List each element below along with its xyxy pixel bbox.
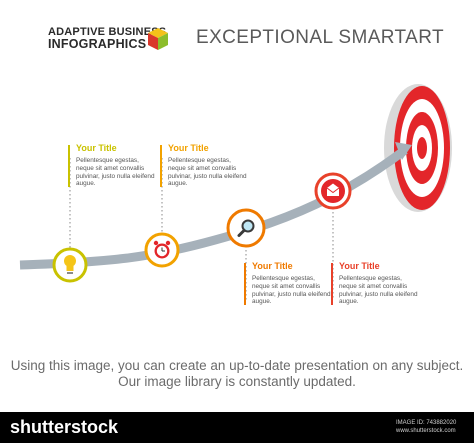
brand-line-2: INFOGRAPHICS bbox=[48, 37, 147, 51]
progress-diagram bbox=[19, 84, 452, 300]
card-accent-bar bbox=[331, 263, 333, 305]
card-text: Pellentesque egestas, neque sit amet con… bbox=[252, 275, 331, 306]
site-url: www.shutterstock.com bbox=[396, 428, 456, 434]
footer-bar bbox=[0, 412, 474, 443]
footer-image-info: IMAGE ID: 743882020 www.shutterstock.com bbox=[396, 419, 456, 435]
brand-title: ADAPTIVE BUSINESS INFOGRAPHICS bbox=[48, 26, 166, 51]
image-id: IMAGE ID: 743882020 bbox=[396, 420, 457, 426]
magnifier-icon bbox=[226, 208, 266, 248]
card-title: Your Title bbox=[76, 143, 117, 153]
envelope-icon bbox=[314, 172, 352, 210]
card-text: Pellentesque egestas, neque sit amet con… bbox=[168, 157, 247, 188]
card-title: Your Title bbox=[252, 261, 293, 271]
cube-logo-icon bbox=[148, 28, 168, 50]
brand-line-1: ADAPTIVE BUSINESS bbox=[48, 26, 167, 38]
target-icon bbox=[384, 84, 452, 212]
card-title: Your Title bbox=[339, 261, 380, 271]
card-accent-bar bbox=[160, 145, 162, 187]
footer-brand: shutterstock bbox=[10, 417, 119, 437]
card-text: Pellentesque egestas, neque sit amet con… bbox=[76, 157, 155, 188]
lightbulb-icon bbox=[52, 247, 88, 283]
caption-text: Using this image, you can create an up-t… bbox=[10, 358, 464, 389]
info-card-2: Your Title Pellentesque egestas, neque s… bbox=[160, 143, 260, 191]
info-card-3: Your Title Pellentesque egestas, neque s… bbox=[244, 261, 344, 309]
card-accent-bar bbox=[244, 263, 246, 305]
info-card-1: Your Title Pellentesque egestas, neque s… bbox=[68, 143, 168, 191]
alarm-clock-icon bbox=[144, 232, 180, 268]
card-accent-bar bbox=[68, 145, 70, 187]
card-text: Pellentesque egestas, neque sit amet con… bbox=[339, 275, 418, 306]
page-title: EXCEPTIONAL SMARTART bbox=[196, 27, 445, 48]
arrow-head bbox=[395, 142, 412, 160]
info-card-4: Your Title Pellentesque egestas, neque s… bbox=[331, 261, 431, 309]
card-title: Your Title bbox=[168, 143, 209, 153]
